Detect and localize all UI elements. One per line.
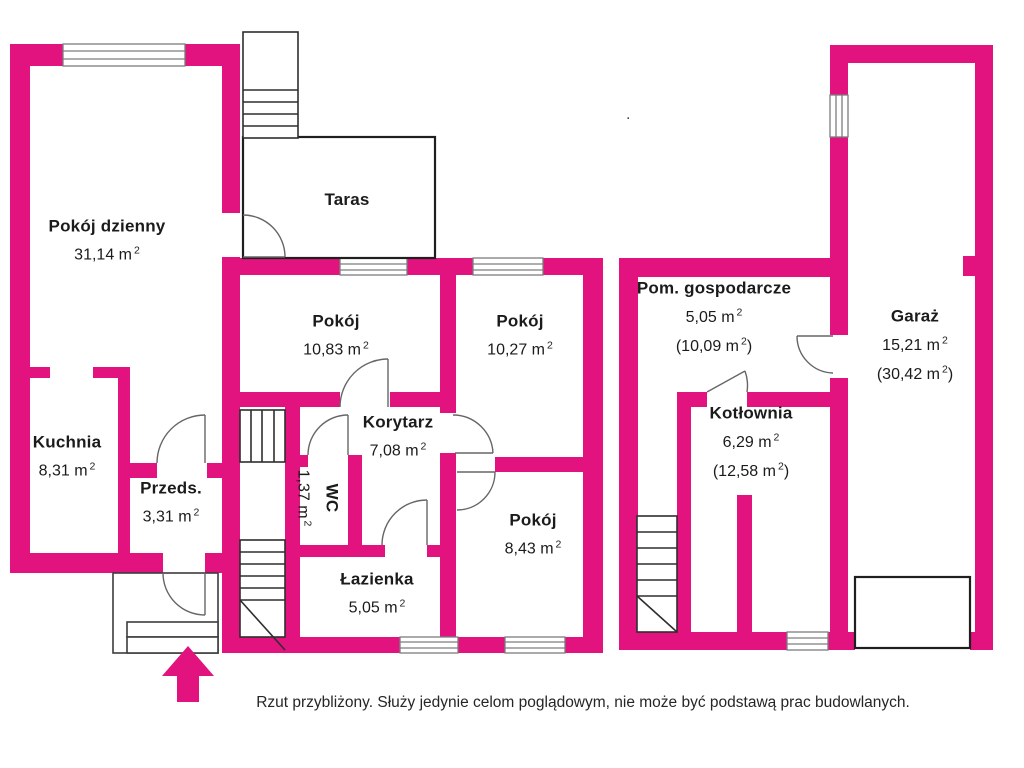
wall-bedroomrow-b [407, 258, 473, 275]
terrace-outline [241, 135, 437, 260]
window [829, 94, 849, 138]
wall-garage-west-b [830, 137, 848, 277]
window [399, 636, 459, 654]
wall-rb-east [975, 45, 993, 650]
door-entrance [162, 572, 206, 616]
wall-south-a [222, 637, 400, 653]
wall-southwest-a [10, 553, 163, 573]
window [62, 43, 186, 67]
wall-przeds-top-a [130, 463, 157, 478]
wall-pomgosp-north [619, 258, 848, 277]
wall-spine-lower [222, 257, 240, 650]
wall-garage-west-d [830, 378, 848, 650]
door-przedpokoj [156, 414, 206, 464]
wall-lazienka-north-a [293, 545, 385, 557]
wall-kuchnia-top-a [30, 367, 50, 378]
wall-divider-lower [440, 453, 456, 637]
wall-north-a [10, 44, 63, 66]
door-wc [307, 414, 349, 456]
staircase-hall-upper-flight [239, 409, 286, 463]
door-pokoj-3 [456, 471, 496, 511]
wall-rb-south-a [619, 632, 787, 650]
left-building-walls [10, 44, 603, 653]
wall-bedroom-divider [440, 275, 456, 413]
wall-wc-east [348, 455, 362, 553]
door-swings [156, 214, 834, 616]
stray-dot: . [626, 106, 631, 123]
wall-garage-bump [963, 256, 975, 276]
wall-east [583, 258, 603, 637]
wall-south-c [565, 637, 603, 653]
door-pokoj-1 [339, 358, 389, 408]
wall-wc-north-stub [293, 455, 308, 467]
window [339, 257, 408, 276]
wall-bedroomrow-a [222, 258, 340, 275]
door-garage [796, 335, 834, 374]
disclaimer-caption: Rzut przybliżony. Służy jedynie celom po… [256, 694, 910, 711]
wall-przeds-top-b [207, 463, 222, 478]
window [504, 636, 566, 654]
window [472, 257, 544, 276]
wall-south-b [458, 637, 505, 653]
right-building-walls [619, 45, 993, 650]
wall-garage-north [830, 45, 993, 63]
door-pokoj-2 [452, 414, 494, 454]
wall-rb-shaft-east [677, 392, 691, 632]
door-kotlownia [706, 370, 749, 393]
staircase-hall-lower-flight [239, 539, 286, 651]
window [786, 631, 829, 651]
wall-west [10, 44, 30, 573]
entrance-arrow [162, 646, 214, 702]
wall-korytarz-north-b [390, 392, 440, 407]
staircase-exterior-top [242, 31, 299, 139]
wall-stair-shaft-east [285, 407, 300, 650]
wall-lazienka-north-b [427, 545, 440, 557]
wall-pokoj3-north [495, 457, 583, 472]
wall-kuchnia-top-b [93, 367, 130, 378]
staircase-boiler-room [636, 515, 678, 633]
entrance-steps [112, 572, 219, 654]
wall-garage-west-a [830, 45, 848, 95]
wall-kotlownia-north-b [747, 392, 835, 407]
garage-door [853, 575, 972, 650]
wall-garage-west-c [830, 277, 848, 335]
wall-rb-west [619, 258, 638, 650]
door-lazienka [381, 499, 428, 546]
wall-rb-south-b [828, 632, 855, 650]
wall-rb-south-c [970, 632, 993, 650]
wall-kotlownia-divider [737, 495, 752, 632]
wall-korytarz-north-a [222, 392, 340, 407]
wall-kuchnia-east [118, 378, 130, 553]
wall-southwest-b [205, 553, 243, 573]
windows [62, 43, 849, 654]
door-taras [242, 214, 286, 258]
wall-spine-upper [222, 44, 240, 213]
